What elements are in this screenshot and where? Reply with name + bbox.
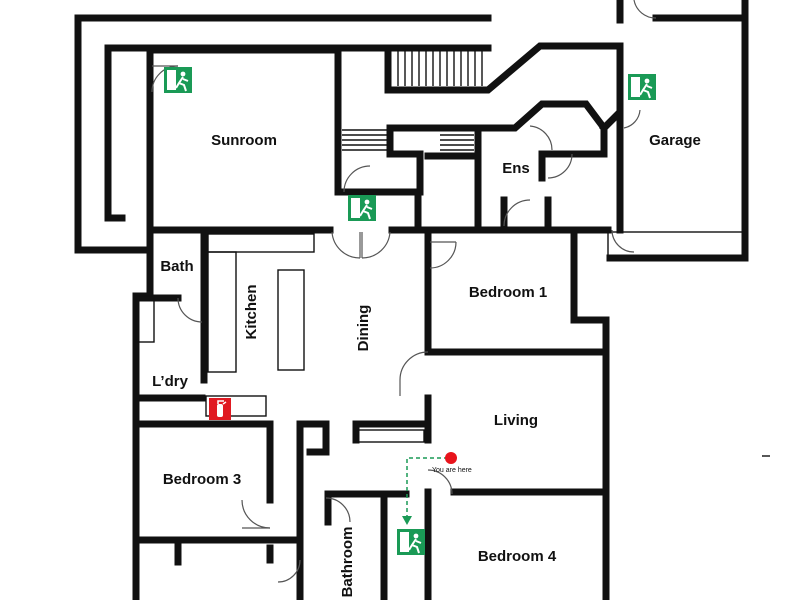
- kitchen-benches: [135, 231, 745, 443]
- escape-route: [402, 457, 448, 525]
- room-label-ensuite: Ens: [502, 160, 530, 177]
- emergency-exit-icon: [164, 67, 192, 93]
- room-label-laundry: L’dry: [152, 373, 189, 390]
- room-label-bathroom: Bathroom: [339, 527, 356, 598]
- house-walls: [132, 226, 612, 600]
- room-label-sunroom: Sunroom: [211, 132, 277, 149]
- room-label-living: Living: [494, 412, 538, 429]
- emergency-exit-icon: [628, 74, 656, 100]
- room-label-kitchen: Kitchen: [243, 284, 260, 339]
- room-label-bedroom3: Bedroom 3: [163, 471, 241, 488]
- room-label-bedroom1: Bedroom 1: [469, 284, 547, 301]
- you-are-here-marker: [445, 452, 457, 464]
- room-label-dining: Dining: [355, 305, 372, 352]
- room-label-bath: Bath: [160, 258, 193, 275]
- emergency-exit-icon: [348, 195, 376, 221]
- room-label-garage: Garage: [649, 132, 701, 149]
- fire-extinguisher-icon: [209, 398, 231, 420]
- emergency-exit-icon: [397, 529, 425, 555]
- you-are-here-label: You are here: [432, 467, 472, 474]
- stairs: [342, 50, 483, 151]
- doors: [151, 0, 657, 583]
- room-label-bedroom4: Bedroom 4: [478, 548, 557, 565]
- outer-walls: [74, 0, 749, 262]
